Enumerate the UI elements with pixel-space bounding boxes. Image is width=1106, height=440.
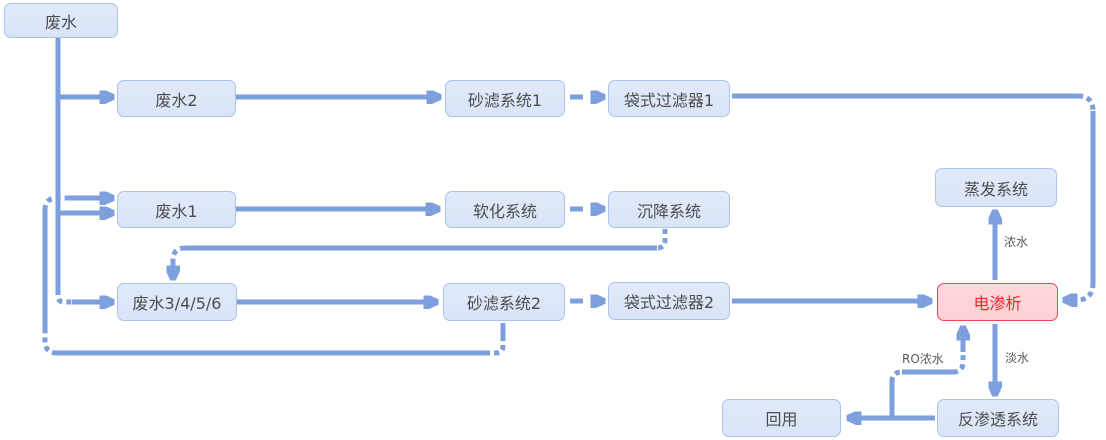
- node-bag-filter-1[interactable]: 袋式过滤器1: [608, 80, 730, 117]
- node-evaporation-system[interactable]: 蒸发系统: [935, 168, 1057, 207]
- edge-label-concentrated-water: 浓水: [1004, 235, 1029, 249]
- edge-label-fresh-water: 淡水: [1005, 351, 1030, 365]
- node-softening-system[interactable]: 软化系统: [445, 191, 565, 228]
- node-wastewater-1[interactable]: 废水1: [117, 191, 236, 228]
- node-wastewater-3456[interactable]: 废水3/4/5/6: [117, 283, 237, 321]
- node-wastewater-2[interactable]: 废水2: [117, 80, 236, 117]
- node-electrodialysis[interactable]: 电渗析: [937, 283, 1058, 321]
- node-sand-filter-1[interactable]: 砂滤系统1: [445, 80, 565, 117]
- edge-label-ro-concentrated-water: RO浓水: [902, 352, 944, 366]
- node-sedimentation-system[interactable]: 沉降系统: [608, 191, 730, 228]
- node-sand-filter-2[interactable]: 砂滤系统2: [443, 283, 565, 321]
- node-reverse-osmosis-system[interactable]: 反渗透系统: [937, 399, 1059, 437]
- node-bag-filter-2[interactable]: 袋式过滤器2: [608, 282, 730, 320]
- node-wastewater[interactable]: 废水: [4, 3, 118, 38]
- node-reuse[interactable]: 回用: [722, 399, 841, 437]
